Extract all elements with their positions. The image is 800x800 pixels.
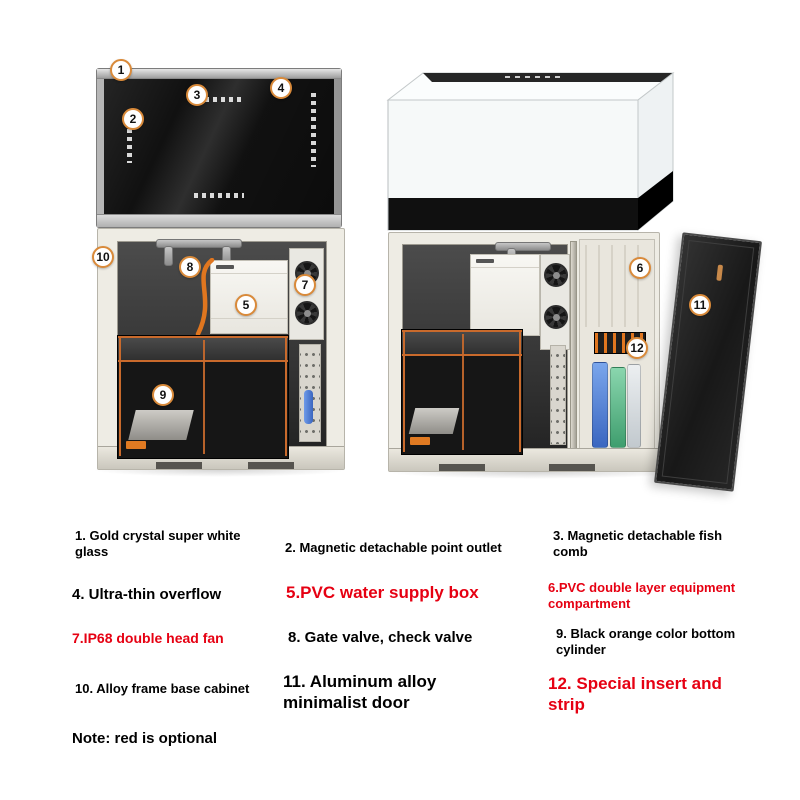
feature-label-4: 4. Ultra-thin overflow (72, 586, 222, 603)
box-logo (216, 265, 234, 269)
pipe-horizontal (495, 242, 551, 251)
feature-label-11: 11. Aluminum alloy minimalist door (283, 672, 437, 712)
sump-corner-trim-left (119, 338, 121, 456)
feature-label-9: 9. Black orange color bottom cylinder (556, 626, 736, 657)
box-logo (476, 259, 494, 263)
fan-unit (540, 254, 570, 350)
cooling-fan-bottom (295, 301, 319, 325)
sump-tank-left (117, 335, 289, 459)
magnetic-strip-left (127, 121, 132, 163)
fan-hub (552, 313, 560, 321)
sump-tray (128, 410, 194, 440)
callout-1: 1 (110, 59, 132, 81)
perforated-rack (550, 345, 566, 445)
tank-top-frame (97, 69, 341, 79)
feature-label-8: 8. Gate valve, check valve (288, 629, 473, 646)
sump-divider (462, 334, 464, 450)
feature-label-7: 7.IP68 double head fan (72, 630, 224, 646)
feature-label-3: 3. Magnetic detachable fish comb (553, 528, 723, 559)
sump-brand-label (126, 441, 146, 449)
callout-10: 10 (92, 246, 114, 268)
sump-corner-trim-left (403, 332, 405, 452)
tank-front-view (96, 68, 342, 228)
cooling-fan-top (544, 263, 568, 287)
pipe-vertical (164, 246, 173, 266)
glass-reflection (104, 79, 334, 214)
sump-corner-trim-right (285, 338, 287, 456)
callout-9: 9 (152, 384, 174, 406)
feature-label-12: 12. Special insert and strip (548, 674, 722, 714)
base-foot (439, 464, 485, 471)
water-supply-box (470, 254, 540, 336)
callout-5: 5 (235, 294, 257, 316)
sump-divider (203, 340, 205, 454)
callout-11: 11 (689, 294, 711, 316)
cabinet-perspective-view (388, 232, 660, 472)
tank-perspective-view (386, 71, 675, 232)
cabinet-front-view (97, 228, 345, 470)
base-foot (549, 464, 595, 471)
feature-label-6: 6.PVC double layer equipment compartment (548, 580, 736, 611)
box-seam (211, 318, 287, 319)
fan-hub (303, 309, 311, 317)
callout-4: 4 (270, 77, 292, 99)
pipe-horizontal (156, 239, 242, 248)
filter-tube-green (610, 367, 626, 448)
sump-brand-label (410, 437, 430, 445)
sump-corner-trim-right (519, 332, 521, 452)
filter-tube-white (627, 364, 641, 448)
door-panel (653, 232, 763, 492)
feature-label-5: 5.PVC water supply box (286, 583, 479, 602)
base-foot (156, 462, 202, 469)
blue-tube (304, 390, 313, 424)
filter-tube-blue (592, 362, 608, 448)
orange-hose (195, 258, 215, 336)
base-foot (248, 462, 294, 469)
box-seam (211, 273, 287, 274)
callout-7: 7 (294, 274, 316, 296)
tank-bottom-frame (97, 214, 341, 227)
magnetic-strip-right (311, 93, 316, 167)
tank-glass-panel (104, 79, 334, 214)
callout-2: 2 (122, 108, 144, 130)
feature-label-1: 1. Gold crystal super white glass (75, 528, 241, 559)
feature-label-10: 10. Alloy frame base cabinet (75, 681, 250, 696)
box-seam (471, 267, 539, 268)
optional-note: Note: red is optional (72, 730, 218, 747)
callout-3: 3 (186, 84, 208, 106)
cooling-fan-bottom (544, 305, 568, 329)
feature-label-2: 2. Magnetic detachable point outlet (285, 540, 502, 555)
callout-12: 12 (626, 337, 648, 359)
fan-hub (552, 271, 560, 279)
magnetic-strip-bottom (194, 193, 244, 198)
door-inner-frame (661, 240, 755, 484)
sump-tray (408, 408, 460, 434)
fan-hub (303, 269, 311, 277)
callout-6: 6 (629, 257, 651, 279)
frame-rail (570, 241, 577, 455)
magnetic-strip-top (189, 97, 243, 102)
callout-8: 8 (179, 256, 201, 278)
sump-tank-right (401, 329, 523, 455)
